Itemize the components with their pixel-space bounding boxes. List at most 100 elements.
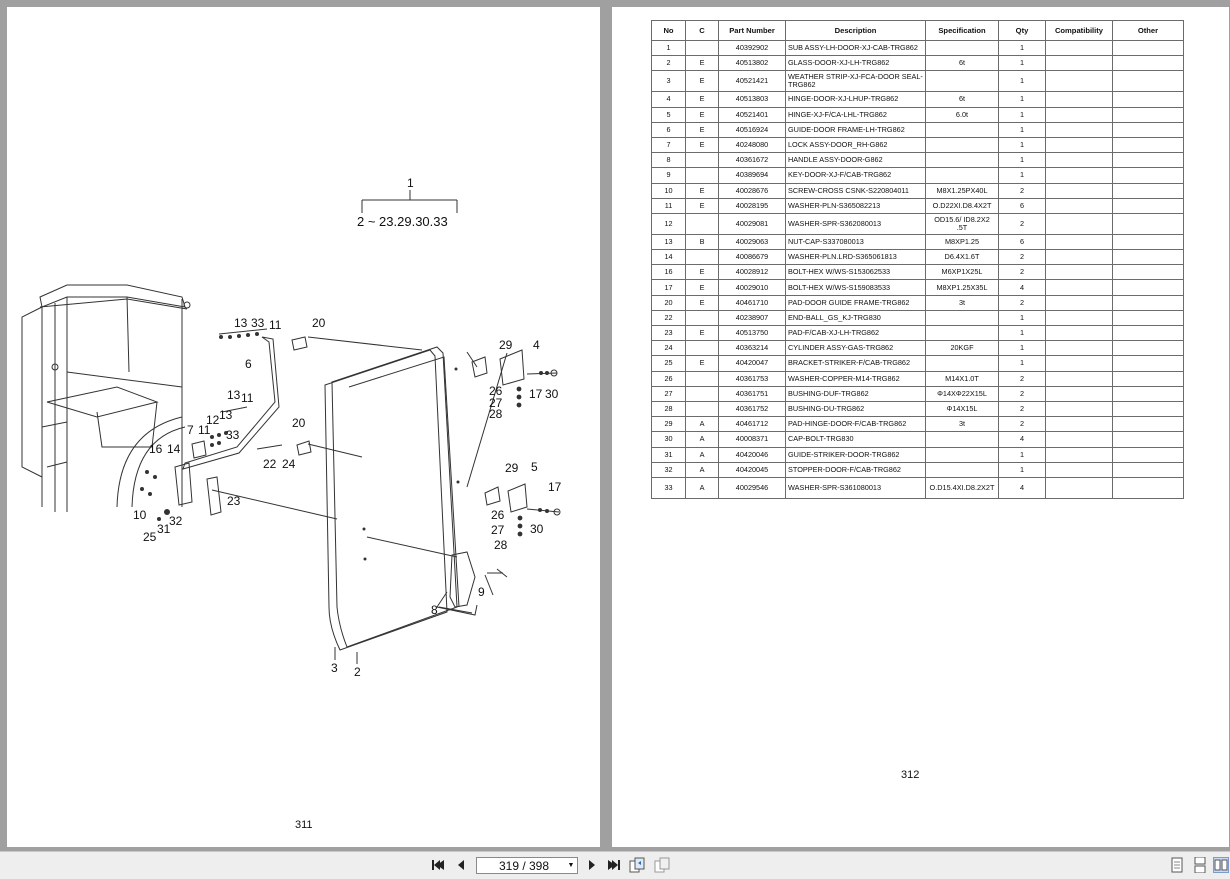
table-cell-desc: SCREW-CROSS CSNK-S220804011 (785, 182, 926, 199)
single-page-icon[interactable] (1169, 857, 1185, 873)
table-cell-part: 40513750 (718, 324, 786, 342)
table-cell-c (685, 400, 719, 418)
left-page: 1 2 ~ 23.29.30.33 13 33 11 20 6 13 11 12… (7, 7, 600, 847)
table-cell-compat (1045, 152, 1113, 169)
continuous-page-icon[interactable] (1192, 857, 1208, 873)
table-cell-other (1112, 182, 1184, 199)
table-cell-desc: WASHER-SPR-S361080013 (785, 476, 926, 499)
table-cell-qty: 2 (998, 370, 1046, 387)
callout-label: 29 (505, 461, 519, 475)
table-cell-no: 32 (651, 461, 686, 478)
callout-label: 6 (245, 357, 252, 371)
callout-label: 28 (489, 407, 503, 421)
callout-label: 7 (187, 423, 194, 437)
table-cell-desc: CAP-BOLT-TRG830 (785, 431, 926, 448)
table-cell-compat (1045, 279, 1113, 296)
table-cell-spec: M8XP1.25X35L (925, 279, 999, 296)
table-cell-compat (1045, 446, 1113, 463)
table-cell-qty: 1 (998, 91, 1046, 108)
table-cell-qty: 1 (998, 39, 1046, 57)
table-cell-other (1112, 476, 1184, 499)
table-cell-part: 40028195 (718, 197, 786, 214)
table-cell-desc: GUIDE-STRIKER-DOOR-TRG862 (785, 446, 926, 463)
table-cell-spec (925, 136, 999, 154)
table-cell-other (1112, 233, 1184, 251)
table-cell-qty: 1 (998, 121, 1046, 138)
table-cell-c: E (685, 279, 719, 296)
page-dropdown-icon[interactable]: ▼ (567, 862, 575, 869)
table-cell-c (685, 212, 719, 235)
table-cell-desc: LOCK ASSY-DOOR_RH-G862 (785, 136, 926, 154)
facing-pages-icon[interactable] (1213, 857, 1229, 873)
table-cell-qty: 1 (998, 167, 1046, 184)
diagram-assembly-range: 2 ~ 23.29.30.33 (357, 214, 448, 229)
table-cell-other (1112, 294, 1184, 311)
table-cell-desc: GLASS-DOOR-XJ-LH-TRG862 (785, 55, 926, 72)
table-cell-spec (925, 461, 999, 478)
table-cell-desc: END-BALL_GS_KJ-TRG830 (785, 309, 926, 327)
table-cell-compat (1045, 294, 1113, 311)
table-cell-desc: PAD-F/CAB-XJ-LH-TRG862 (785, 324, 926, 342)
table-cell-qty: 2 (998, 182, 1046, 199)
table-cell-qty: 1 (998, 309, 1046, 327)
page-number-dropdown[interactable]: 319 / 398 ▼ (476, 857, 578, 874)
callout-label: 11 (241, 391, 254, 405)
table-cell-c: A (685, 431, 719, 448)
page-number: 312 (901, 769, 920, 781)
callout-label: 30 (545, 387, 559, 401)
callout-label: 25 (143, 530, 157, 544)
callout-label: 32 (169, 514, 183, 528)
table-cell-qty: 2 (998, 416, 1046, 433)
table-cell-spec: D6.4X1.6T (925, 249, 999, 266)
table-cell-c (685, 340, 719, 357)
callout-label: 5 (531, 460, 538, 474)
table-cell-no: 31 (651, 446, 686, 463)
table-cell-c: B (685, 233, 719, 251)
next-page-icon[interactable] (584, 857, 600, 873)
table-cell-c: A (685, 476, 719, 499)
previous-view-icon[interactable] (629, 857, 645, 873)
table-cell-other (1112, 121, 1184, 138)
table-cell-part: 40389694 (718, 167, 786, 184)
table-cell-part: 40029010 (718, 279, 786, 296)
table-cell-qty: 1 (998, 324, 1046, 342)
table-cell-compat (1045, 233, 1113, 251)
callout-label: 26 (491, 508, 505, 522)
table-cell-other (1112, 370, 1184, 387)
table-cell-qty: 4 (998, 279, 1046, 296)
callout-label: 4 (533, 338, 540, 352)
callout-label: 17 (529, 387, 543, 401)
table-cell-part: 40008371 (718, 431, 786, 448)
table-cell-spec: 20KGF (925, 340, 999, 357)
table-cell-c (685, 370, 719, 387)
table-header-row: No C Part Number Description Specificati… (651, 20, 1184, 41)
first-page-icon[interactable] (430, 857, 446, 873)
table-cell-no: 27 (651, 385, 686, 402)
table-cell-compat (1045, 324, 1113, 342)
table-cell-compat (1045, 461, 1113, 478)
last-page-icon[interactable] (606, 857, 622, 873)
table-cell-qty: 1 (998, 106, 1046, 123)
previous-page-icon[interactable] (453, 857, 469, 873)
table-cell-no: 29 (651, 416, 686, 433)
table-cell-c: E (685, 70, 719, 93)
table-cell-compat (1045, 385, 1113, 402)
table-cell-spec: M14X1.0T (925, 370, 999, 387)
table-cell-compat (1045, 476, 1113, 499)
callout-label: 31 (157, 522, 171, 536)
table-cell-desc: WEATHER STRIP-XJ-FCA-DOOR SEAL-TRG862 (785, 70, 926, 93)
table-cell-spec: M8XP1.25 (925, 233, 999, 251)
table-cell-desc: KEY-DOOR-XJ-F/CAB-TRG862 (785, 167, 926, 184)
next-view-icon[interactable] (654, 857, 670, 873)
table-cell-desc: BUSHING-DU-TRG862 (785, 400, 926, 418)
column-header: Other (1112, 20, 1184, 41)
